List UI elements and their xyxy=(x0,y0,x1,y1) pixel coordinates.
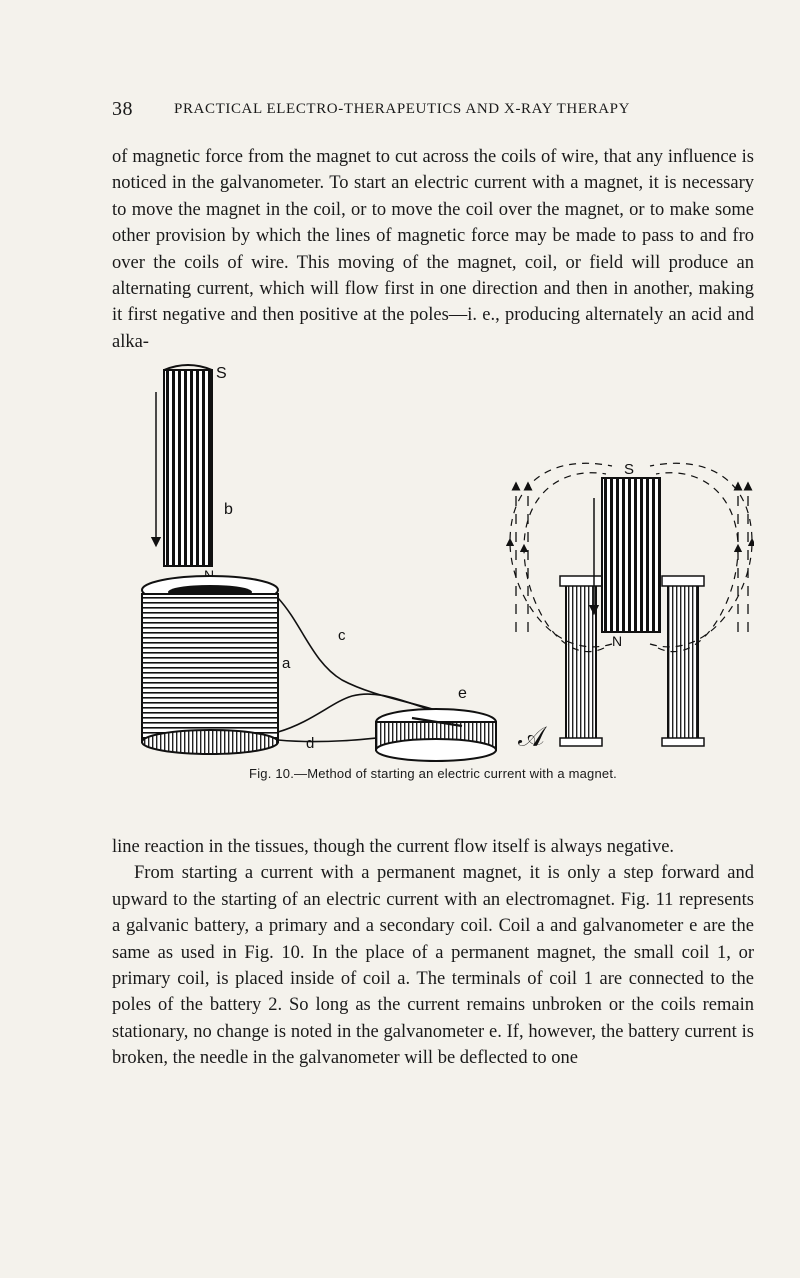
body-paragraph: From starting a current with a permanent… xyxy=(112,863,754,1069)
label-c: c xyxy=(338,627,346,644)
label-b: b xyxy=(224,501,233,518)
coil-a xyxy=(141,575,279,755)
label-s-left: S xyxy=(216,365,227,382)
label-a: a xyxy=(282,655,291,672)
label-n-right: N xyxy=(612,633,622,649)
magnetic-field-lines xyxy=(505,462,754,653)
body-paragraph: line reaction in the tissues, though the… xyxy=(112,837,675,857)
bar-magnet-left xyxy=(150,364,213,567)
label-n-left: N xyxy=(204,567,214,583)
galvanometer-e xyxy=(375,708,497,762)
running-head: PRACTICAL ELECTRO-THERAPEUTICS AND X-RAY… xyxy=(174,101,631,117)
label-s-right: S xyxy=(624,461,634,478)
field-arrows xyxy=(511,481,753,632)
body-paragraph-top: of magnetic force from the magnet to cut… xyxy=(112,147,754,352)
label-d: d xyxy=(306,735,314,752)
coil-right xyxy=(559,575,705,747)
label-e: e xyxy=(458,685,467,702)
figure-caption: Fig. 10.—Method of starting an electric … xyxy=(249,766,617,781)
wire-knot-symbol: 𝒜 xyxy=(518,722,548,753)
page-number: 38 xyxy=(112,98,133,120)
page-header: 38 PRACTICAL ELECTRO-THERAPEUTICS AND X-… xyxy=(112,98,692,120)
figure-10-illustration: S b N a c d e 𝒜 S N xyxy=(141,364,754,762)
bar-magnet-right xyxy=(588,477,661,633)
body-paragraphs-bottom: line reaction in the tissues, though the… xyxy=(112,834,754,1072)
